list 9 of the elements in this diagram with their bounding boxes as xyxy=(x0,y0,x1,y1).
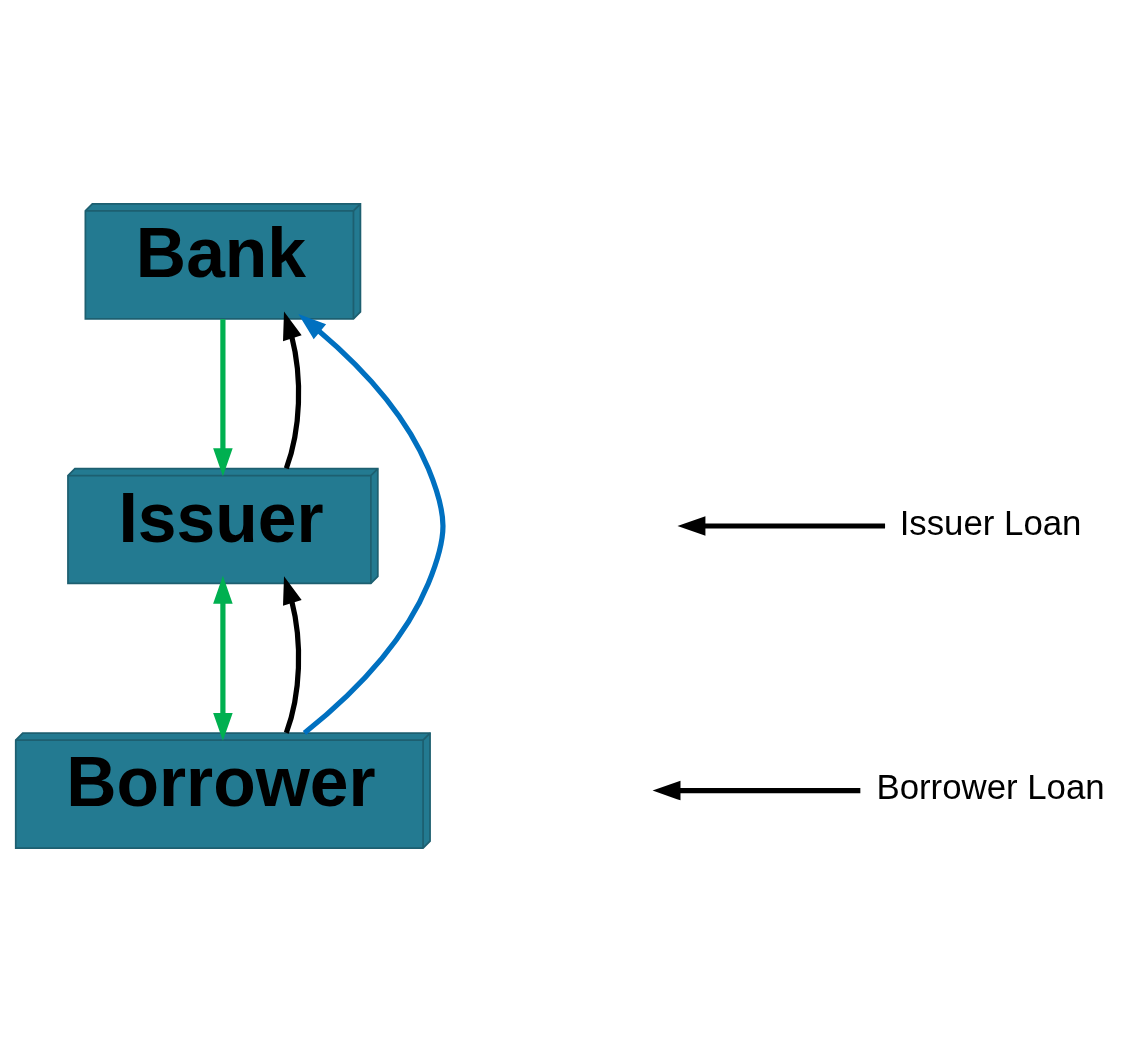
arrow xyxy=(213,575,233,741)
arrow xyxy=(652,780,861,801)
node-text: Borrower Loan xyxy=(876,767,1105,807)
node-text: Issuer Loan xyxy=(899,502,1082,542)
arrow xyxy=(283,576,302,734)
arrow xyxy=(213,319,233,477)
arrow xyxy=(298,314,446,735)
arrow xyxy=(677,516,886,536)
arrow xyxy=(283,311,302,470)
